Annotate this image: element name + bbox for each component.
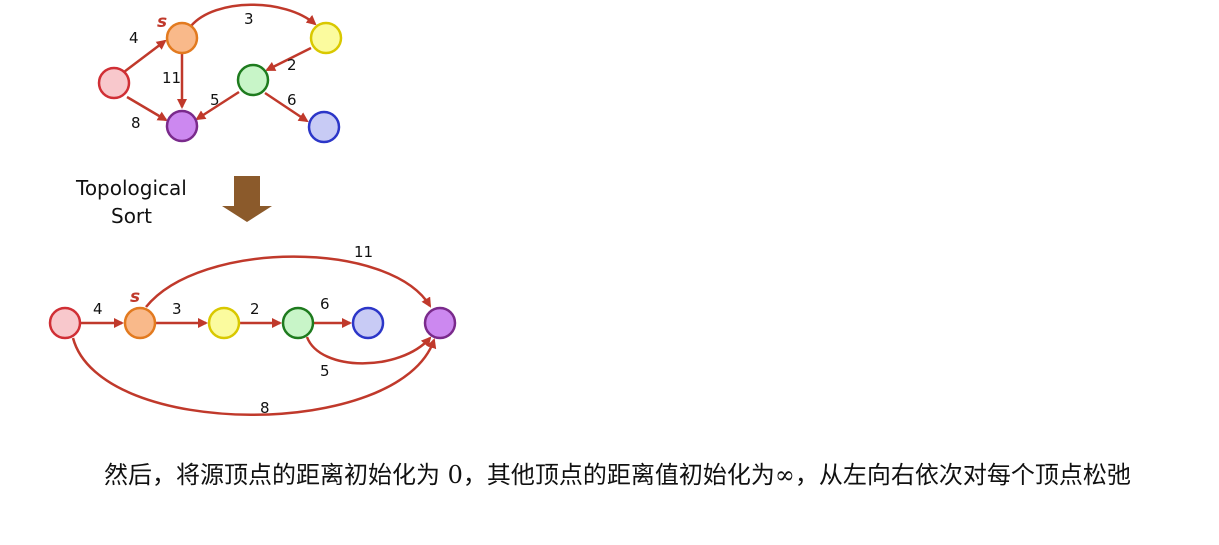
sorted-weight-orange-yellow: 3: [172, 300, 182, 318]
sorted-node-orange: [123, 306, 157, 340]
sorted-edge-orange-purple: [145, 255, 432, 308]
sorted-node-blue: [351, 306, 385, 340]
sorted-node-yellow: [207, 306, 241, 340]
sorted-source-label: s: [130, 287, 140, 307]
top-weight-green-purple: 5: [210, 91, 220, 109]
top-edge-pink-orange: [123, 39, 167, 73]
sorted-node-pink: [48, 306, 82, 340]
top-node-orange: [165, 21, 199, 55]
sorted-weight-green-purple: 5: [320, 362, 330, 380]
top-node-blue: [307, 110, 341, 144]
sorted-weight-yellow-green: 2: [250, 300, 260, 318]
top-weight-orange-purple: 11: [162, 69, 181, 87]
top-weight-orange-yellow: 3: [244, 10, 254, 28]
down-arrow-icon: [222, 176, 272, 222]
top-edge-pink-purple: [126, 95, 168, 122]
top-weight-yellow-green: 2: [287, 56, 297, 74]
top-node-pink: [97, 66, 131, 100]
top-node-purple: [165, 109, 199, 143]
topological-sort-transition: Topological Sort: [75, 176, 272, 228]
caption-line1: Topological: [75, 176, 187, 200]
sorted-weight-orange-purple: 11: [354, 243, 373, 261]
sorted-edge-pink-purple: [71, 337, 437, 416]
caption-line2: Sort: [111, 204, 152, 228]
top-weight-pink-orange: 4: [129, 29, 139, 47]
top-node-green: [236, 63, 270, 97]
sorted-weight-pink-purple: 8: [260, 399, 270, 417]
sorted-node-purple: [423, 306, 457, 340]
top-edge-yellow-green: [265, 46, 312, 72]
sorted-graph: s 4 3 2 6 11 5 8: [48, 243, 457, 417]
top-graph: s 4 3 11 8 2 5 6: [97, 3, 343, 144]
sorted-weight-pink-orange: 4: [93, 300, 103, 318]
top-edge-green-blue: [264, 91, 309, 123]
top-weight-green-blue: 6: [287, 91, 297, 109]
top-edge-green-purple: [195, 90, 240, 121]
top-source-label: s: [157, 12, 167, 32]
explanation-paragraph: 然后，将源顶点的距离初始化为 0，其他顶点的距离值初始化为∞，从左向右依次对每个…: [104, 461, 1131, 489]
sorted-node-green: [281, 306, 315, 340]
sorted-weight-green-blue: 6: [320, 295, 330, 313]
top-weight-pink-purple: 8: [131, 114, 141, 132]
sorted-edge-green-purple: [305, 336, 432, 365]
top-edge-orange-yellow: [190, 3, 317, 27]
top-node-yellow: [309, 21, 343, 55]
